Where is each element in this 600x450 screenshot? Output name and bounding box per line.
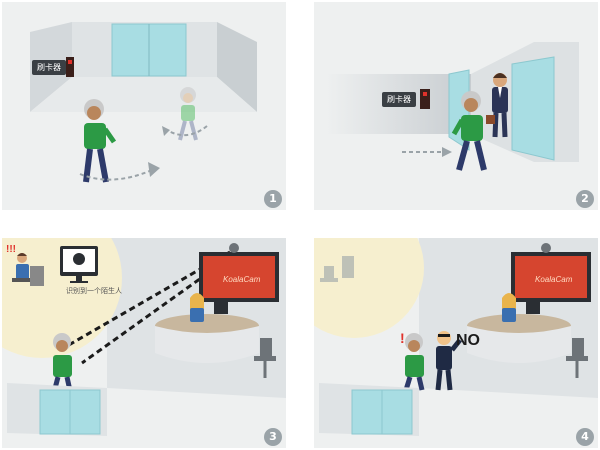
glass-door-right bbox=[148, 23, 187, 77]
step-number: 4 bbox=[576, 428, 594, 446]
reception-desk bbox=[155, 300, 259, 363]
path-arrow bbox=[79, 169, 153, 181]
step-number: 1 bbox=[264, 190, 282, 208]
panel-2-scene bbox=[326, 42, 579, 171]
chair bbox=[566, 338, 588, 378]
alert-marks: !!! bbox=[6, 244, 16, 255]
thought-bubble-empty bbox=[314, 238, 424, 338]
glass-door-left bbox=[39, 389, 71, 435]
chair bbox=[254, 338, 276, 378]
card-reader-label: 刷卡器 bbox=[32, 60, 66, 75]
reception-desk bbox=[467, 300, 571, 363]
step-number: 2 bbox=[576, 190, 594, 208]
person-main bbox=[451, 91, 487, 171]
panel-4-scene bbox=[314, 238, 598, 436]
receptionist bbox=[190, 293, 204, 322]
person-faded bbox=[178, 87, 198, 141]
panel-3: !!! 识别到一个陌生人 KoalaCam 3 bbox=[2, 238, 286, 448]
no-speech: NO bbox=[456, 332, 480, 349]
panel-1-scene bbox=[30, 22, 257, 183]
panel-3-scene bbox=[2, 238, 286, 436]
card-reader bbox=[420, 89, 430, 109]
glass-door-left bbox=[351, 389, 383, 435]
monitor bbox=[60, 246, 98, 283]
office-worker bbox=[12, 253, 44, 286]
office-faded bbox=[320, 256, 354, 282]
right-wall bbox=[217, 22, 257, 112]
glass-door-right bbox=[381, 389, 413, 435]
glass-door-right bbox=[69, 389, 101, 435]
display-screen bbox=[511, 243, 591, 302]
person-stranger bbox=[403, 333, 425, 391]
panel-4: ! NO KoalaCam 4 bbox=[314, 238, 598, 448]
panel-1: 刷卡器 1 bbox=[2, 2, 286, 210]
screen-logo: KoalaCam bbox=[535, 275, 573, 284]
alert-mark: ! bbox=[400, 330, 405, 346]
card-reader-label: 刷卡器 bbox=[382, 92, 416, 107]
screen-logo: KoalaCam bbox=[223, 275, 261, 284]
card-reader bbox=[66, 57, 74, 77]
bubble-caption: 识别到一个陌生人 bbox=[66, 287, 122, 295]
glass-door-left bbox=[111, 23, 150, 77]
businessman bbox=[486, 73, 508, 138]
security-guard bbox=[435, 331, 462, 391]
step-number: 3 bbox=[264, 428, 282, 446]
person-main bbox=[83, 99, 117, 183]
glass-door-right bbox=[511, 56, 555, 161]
panel-2: 刷卡器 2 bbox=[314, 2, 598, 210]
display-screen bbox=[199, 243, 279, 302]
receptionist bbox=[502, 293, 516, 322]
path-arrow-faded bbox=[166, 125, 208, 137]
